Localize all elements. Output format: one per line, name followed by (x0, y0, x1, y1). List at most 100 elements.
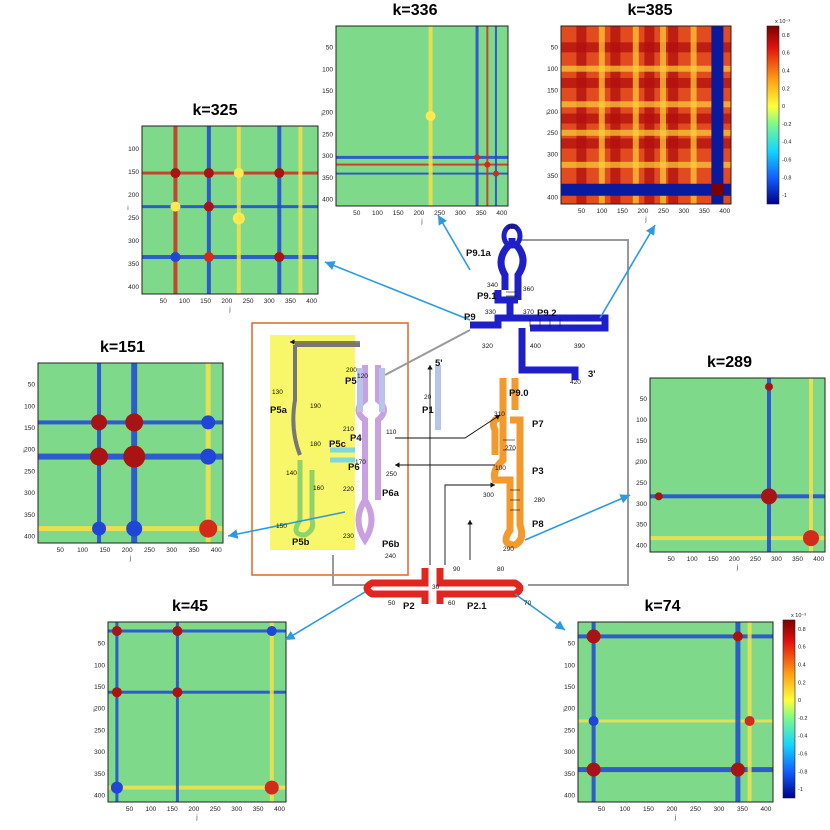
x-axis-label: j (736, 564, 738, 571)
x-tick-label: 50 (578, 208, 586, 215)
heatmap-band (142, 171, 318, 175)
heatmap-frame (141, 125, 319, 295)
heatmap-band (632, 26, 639, 204)
label-p8: P8 (532, 519, 544, 530)
heatmap-spot (203, 201, 214, 212)
heatmap-spot (91, 414, 108, 431)
colorbar-tick: 0 (798, 698, 801, 704)
x-tick-label: 200 (729, 556, 740, 563)
heatmap-spot (123, 445, 146, 468)
heatmap-band (735, 622, 741, 802)
y-axis-label: i (93, 707, 94, 714)
y-tick-label: 350 (322, 175, 333, 182)
y-tick-label: 100 (322, 66, 333, 73)
heatmap-spot (425, 111, 436, 121)
heatmap-spot (274, 168, 285, 179)
heatmap-spot (586, 629, 601, 644)
heatmap-band (486, 26, 489, 206)
y-tick-label: 400 (564, 792, 575, 799)
label-p9-0: P9.0 (509, 388, 529, 399)
heatmap-band (650, 494, 825, 499)
pos-20: 20 (424, 394, 432, 401)
label-p6b: P6b (382, 539, 400, 550)
y-tick-label: 150 (24, 425, 35, 432)
heatmap-band (660, 26, 666, 204)
pos-90: 90 (453, 566, 461, 573)
x-tick-label: 350 (737, 806, 748, 813)
heatmap-frame (560, 25, 732, 205)
y-tick-label: 200 (636, 459, 647, 466)
label-5prime: 5' (435, 358, 443, 369)
heatmap-band (767, 378, 771, 552)
heatmap-band (561, 161, 731, 168)
heatmap-band (336, 172, 508, 175)
x-tick-label: 350 (476, 210, 487, 217)
y-tick-label: 350 (24, 512, 35, 519)
y-tick-label: 100 (636, 417, 647, 424)
colorbar-tick: -0.8 (798, 769, 807, 775)
y-tick-label: 250 (128, 215, 139, 222)
heatmap-spot (125, 413, 144, 432)
x-tick-label: 100 (620, 806, 631, 813)
pos-130: 130 (272, 389, 283, 396)
y-tick-label: 350 (94, 771, 105, 778)
heatmap-frame (37, 362, 224, 544)
x-tick-label: 350 (699, 208, 710, 215)
heatmap-spot (203, 168, 214, 179)
heatmap-band (561, 65, 731, 72)
y-tick-label: 400 (24, 533, 35, 540)
heatmap-spot (170, 168, 181, 179)
label-p9-2: P9.2 (537, 308, 557, 319)
pos-270: 270 (505, 445, 516, 452)
colorbar-tick: 0 (782, 104, 785, 110)
x-tick-label: 400 (274, 806, 285, 813)
label-p2: P2 (403, 601, 415, 612)
heatmap-band (108, 785, 286, 790)
x-tick-label: 350 (285, 298, 296, 305)
x-tick-label: 300 (166, 547, 177, 554)
heatmap-spot (264, 780, 279, 795)
pos-400: 400 (530, 343, 541, 350)
y-tick-label: 350 (636, 522, 647, 529)
colorbar: 0.80.60.40.20-0.2-0.4-0.6-0.8-1x 10⁻³ (766, 19, 791, 205)
y-tick-label: 350 (128, 261, 139, 268)
x-tick-label: 250 (750, 556, 761, 563)
heatmap-spot (232, 212, 245, 225)
heatmap-spot (492, 170, 499, 177)
heatmap-spot (484, 161, 491, 168)
pos-360: 360 (523, 286, 534, 293)
x-axis-label: j (129, 555, 131, 562)
colorbar-tick: 0.2 (798, 680, 806, 686)
pos-140: 140 (286, 470, 297, 477)
heatmap-background (142, 126, 318, 294)
x-tick-label: 50 (353, 210, 361, 217)
label-p3: P3 (532, 466, 544, 477)
heatmap-band (561, 183, 731, 196)
heatmap-spot (170, 252, 181, 263)
label-p6a: P6a (382, 488, 400, 499)
colorbar-tick: 0.4 (782, 69, 790, 75)
x-tick-label: 200 (122, 547, 133, 554)
y-tick-label: 150 (564, 684, 575, 691)
x-tick-label: 400 (211, 547, 222, 554)
heatmap-band (561, 138, 731, 149)
heatmap-spot (92, 521, 107, 536)
y-tick-label: 300 (564, 749, 575, 756)
heatmap-spot (274, 252, 285, 263)
y-tick-label: 250 (24, 468, 35, 475)
x-tick-label: 200 (667, 806, 678, 813)
heatmap-band (494, 26, 497, 206)
heatmap-plot (141, 125, 319, 295)
y-tick-label: 50 (98, 641, 106, 648)
label-p4: P4 (350, 433, 362, 444)
heatmap-frame (335, 25, 509, 207)
heatmap-spot (474, 154, 481, 161)
heatmap-band (578, 719, 773, 723)
x-tick-label: 150 (643, 806, 654, 813)
x-tick-label: 300 (231, 806, 242, 813)
colorbar-exponent: x 10⁻³ (791, 613, 806, 619)
